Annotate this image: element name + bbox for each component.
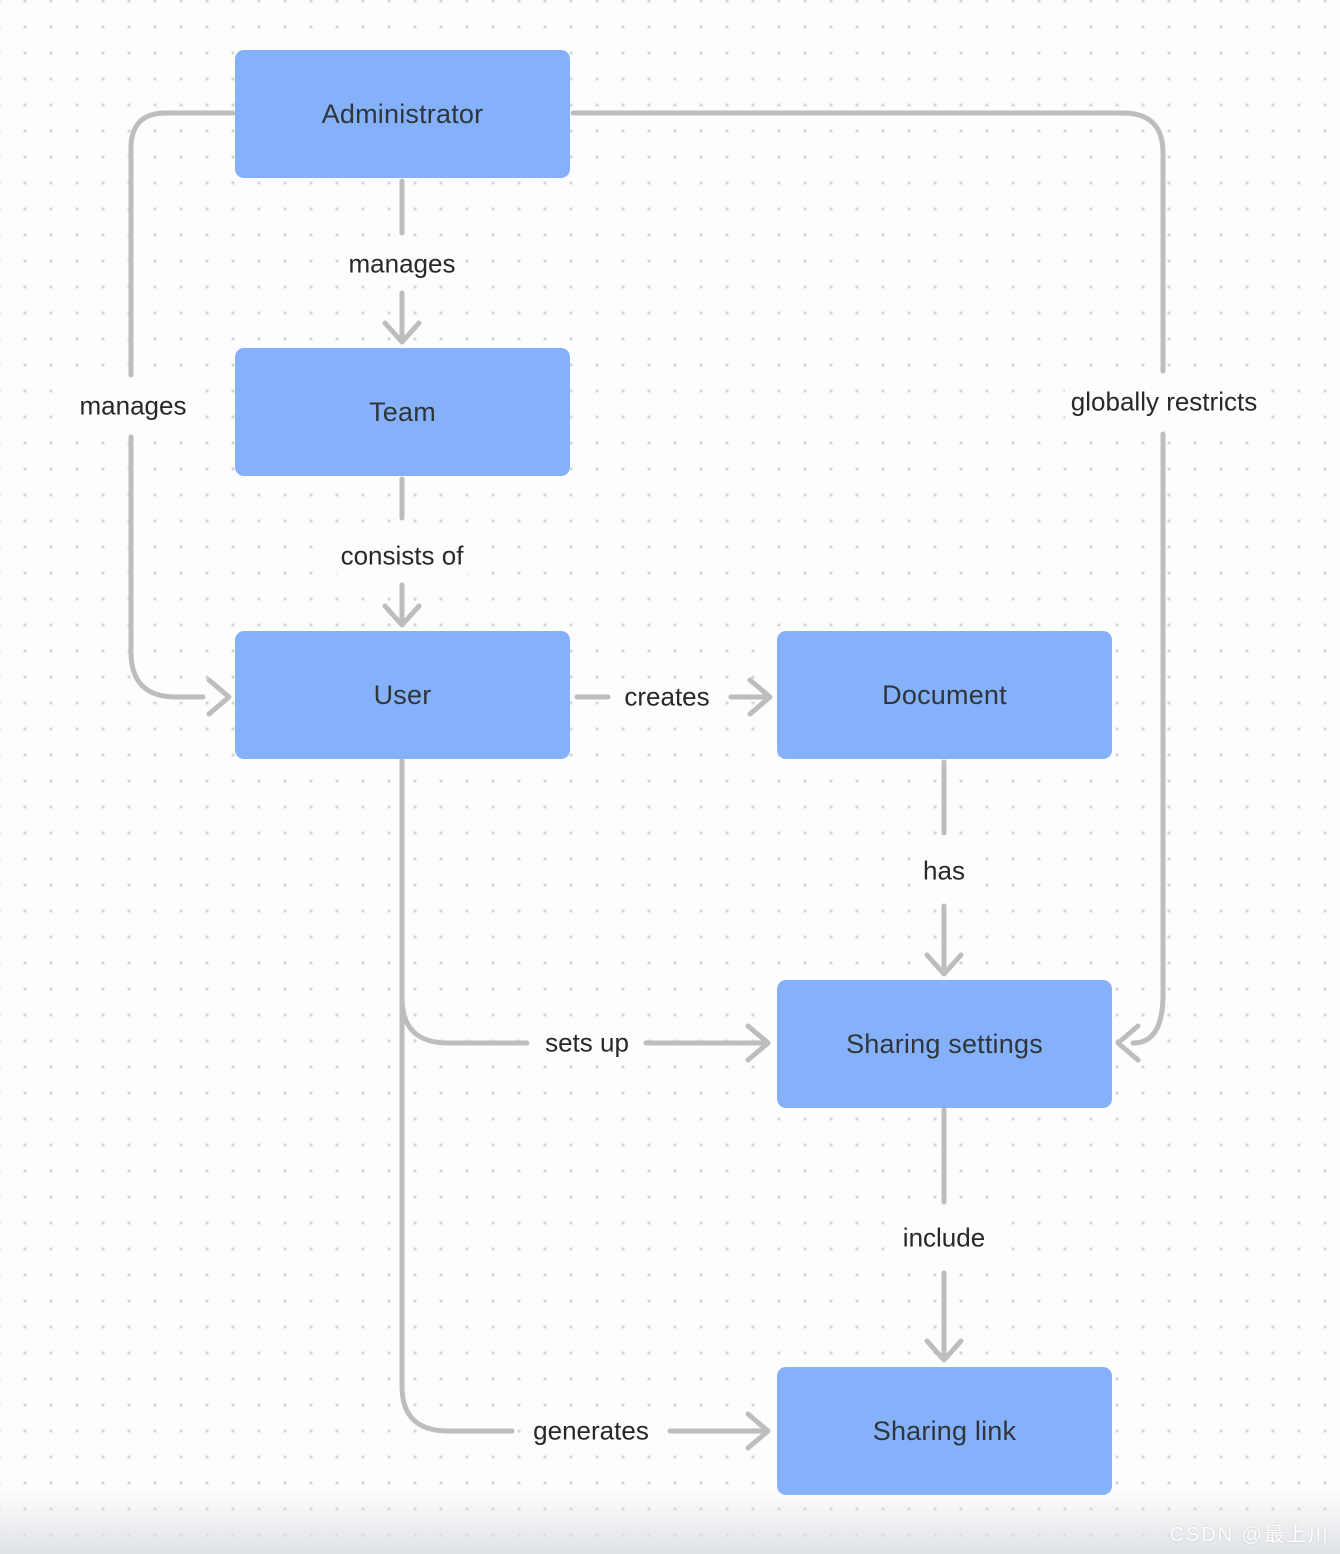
edge-label-has: has	[917, 852, 971, 890]
connector-segment	[399, 757, 515, 1434]
connector-user-sharing-link	[399, 757, 771, 1451]
connector-administrator-sharing-settings	[570, 110, 1166, 1063]
node-label: Sharing settings	[846, 1028, 1043, 1059]
node-label: Team	[369, 396, 436, 427]
connector-segment	[570, 110, 1166, 374]
node-user: User	[235, 631, 570, 759]
connector-segment	[128, 110, 236, 378]
arrowhead-down-icon	[924, 1338, 964, 1363]
node-label: Administrator	[321, 98, 484, 129]
arrowhead-right-icon	[206, 677, 232, 717]
edge-label-include: include	[896, 1219, 992, 1257]
arrowhead-right-icon	[745, 1023, 771, 1063]
edge-label-manages-left: manages	[73, 387, 193, 425]
node-sharing-link: Sharing link	[777, 1367, 1112, 1495]
node-label: Sharing link	[872, 1415, 1017, 1446]
edge-label-consists-of: consists of	[334, 537, 470, 575]
arrowhead-left-icon	[1115, 1023, 1141, 1063]
watermark: CSDN @最上川	[1169, 1524, 1330, 1546]
node-administrator: Administrator	[235, 50, 570, 178]
arrowhead-down-icon	[382, 603, 422, 628]
node-label: Document	[882, 679, 1007, 710]
arrowhead-down-icon	[924, 952, 964, 977]
arrowhead-right-icon	[745, 1411, 771, 1451]
edge-label-sets-up: sets up	[539, 1024, 635, 1062]
edge-label-generates: generates	[527, 1412, 655, 1450]
arrowhead-down-icon	[382, 320, 422, 345]
node-sharing-settings: Sharing settings	[777, 980, 1112, 1108]
node-document: Document	[777, 631, 1112, 759]
edge-label-manages-top: manages	[342, 245, 462, 283]
connector-segment	[128, 434, 206, 700]
bottom-fade	[0, 1490, 1340, 1554]
connector-segment	[399, 995, 530, 1046]
node-label: User	[373, 679, 432, 710]
edge-label-creates: creates	[618, 678, 716, 716]
arrowhead-right-icon	[747, 677, 773, 717]
connector-segment	[1130, 431, 1166, 1046]
edge-label-globally-restricts: globally restricts	[1064, 383, 1264, 421]
node-team: Team	[235, 348, 570, 476]
